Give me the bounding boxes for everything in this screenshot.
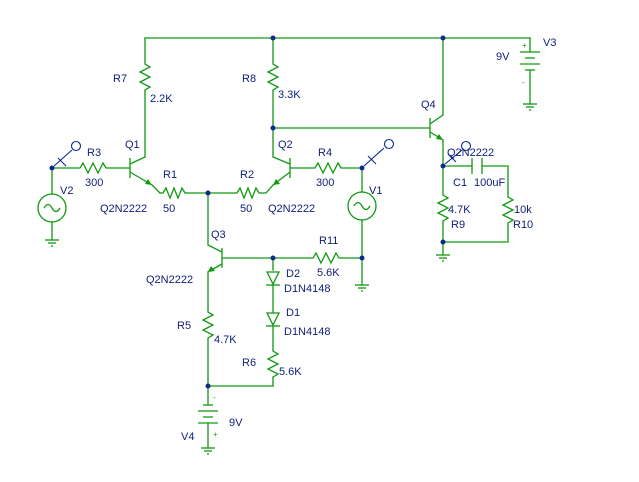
label-v3-value: 9V [496,51,510,63]
label-c1-ref: C1 [453,177,467,189]
label-v4-ref: V4 [181,431,194,443]
wire-node-r2 [261,184,274,194]
label-r5-value: 4.7K [214,334,237,346]
label-r9-value: 4.7K [448,204,471,216]
diode-d1[interactable] [265,312,281,327]
label-v4-plus: + [213,430,218,439]
diode-d2[interactable] [265,271,281,286]
label-r2-ref: R2 [240,169,254,181]
resistor-r3[interactable] [75,161,110,175]
label-q4-model: Q2N2222 [447,147,494,159]
junction-dot [359,165,365,171]
battery-v3[interactable] [520,51,540,73]
transistor-q1[interactable] [129,156,153,186]
label-q3-ref: Q3 [211,229,226,241]
resistor-r10[interactable] [501,192,515,225]
resistors [75,58,515,378]
label-q1-model: Q2N2222 [100,203,147,215]
label-r5-ref: R5 [177,320,191,332]
label-r3-ref: R3 [87,147,101,159]
label-d1-model: D1N4148 [284,326,330,338]
component-labels: R7 2.2K R8 3.3K Q1 Q2 Q4 Q2N2222 R3 300 … [60,37,556,443]
ground-icon [436,254,450,262]
voltage-probes [53,138,472,167]
label-r10-ref: R10 [513,219,533,231]
ground-symbols [45,103,537,455]
label-r1-value: 50 [163,203,175,215]
wires [51,37,531,449]
battery-v4[interactable] [198,404,218,428]
label-v3-minus: - [522,78,525,87]
label-q3-model: Q2N2222 [146,274,193,286]
ac-source-v1[interactable] [347,191,377,221]
label-d2-model: D1N4148 [284,283,330,295]
label-r2-value: 50 [240,203,252,215]
ac-source-v2[interactable] [37,193,67,223]
junction-dot [270,35,276,41]
junction-dot [270,125,276,131]
wire-c1-right [481,165,509,193]
transistor-q4[interactable] [429,114,444,141]
junction-dot [49,165,55,171]
junction-dot [270,255,276,261]
voltage-probe-icon[interactable] [363,138,395,167]
label-r1-ref: R1 [163,169,177,181]
label-r9-ref: R9 [451,219,465,231]
ground-icon [355,284,369,292]
resistor-r7[interactable] [138,58,152,92]
junction-dot [205,383,211,389]
label-d1-ref: D1 [286,307,300,319]
resistor-r2[interactable] [234,186,262,200]
label-v3-plus: + [522,41,527,50]
label-r3-value: 300 [85,177,103,189]
label-v4-value: 9V [229,417,243,429]
label-v3-ref: V3 [543,37,556,49]
label-q2-model: Q2N2222 [268,203,315,215]
resistor-r9[interactable] [436,190,450,223]
label-r6-ref: R6 [242,357,256,369]
capacitor-c1[interactable] [471,158,483,174]
ground-icon [523,103,537,111]
ground-icon [45,239,59,247]
label-r8-value: 3.3K [278,89,301,101]
transistor-q2[interactable] [272,156,291,186]
resistor-r6[interactable] [266,345,280,378]
junction-dot [440,35,446,41]
junctions [49,35,446,389]
label-c1-value: 100uF [474,177,505,189]
wire-q1-emitter [151,184,161,194]
label-d2-ref: D2 [286,268,300,280]
label-q2-ref: Q2 [278,139,293,151]
wire-r10-bot [442,224,509,243]
label-r10-value: 10k [514,204,532,216]
voltage-probe-icon[interactable] [53,140,82,167]
label-r11-value: 5.6K [317,267,340,279]
voltage-probe-icon[interactable] [444,140,472,165]
transistor-q3[interactable] [207,244,223,273]
junction-dot [359,255,365,261]
resistor-r11[interactable] [308,251,343,265]
label-r8-ref: R8 [242,73,256,85]
label-v1-ref: V1 [369,185,382,197]
resistor-r5[interactable] [201,306,215,340]
resistor-r4[interactable] [310,161,345,175]
label-r11-ref: R11 [319,235,338,247]
junction-dot [440,163,446,169]
label-r7-value: 2.2K [150,93,173,105]
junction-dot [440,239,446,245]
label-q1-ref: Q1 [125,139,140,151]
label-v2-ref: V2 [60,185,73,197]
label-r6-value: 5.6K [279,366,302,378]
label-r7-ref: R7 [113,73,127,85]
ground-icon [201,447,215,455]
resistor-r1[interactable] [160,186,188,200]
label-v4-minus: - [213,393,216,402]
junction-dot [205,190,211,196]
label-r4-ref: R4 [318,147,332,159]
label-q4-ref: Q4 [421,99,436,111]
resistor-r8[interactable] [266,58,280,92]
label-r4-value: 300 [316,177,334,189]
